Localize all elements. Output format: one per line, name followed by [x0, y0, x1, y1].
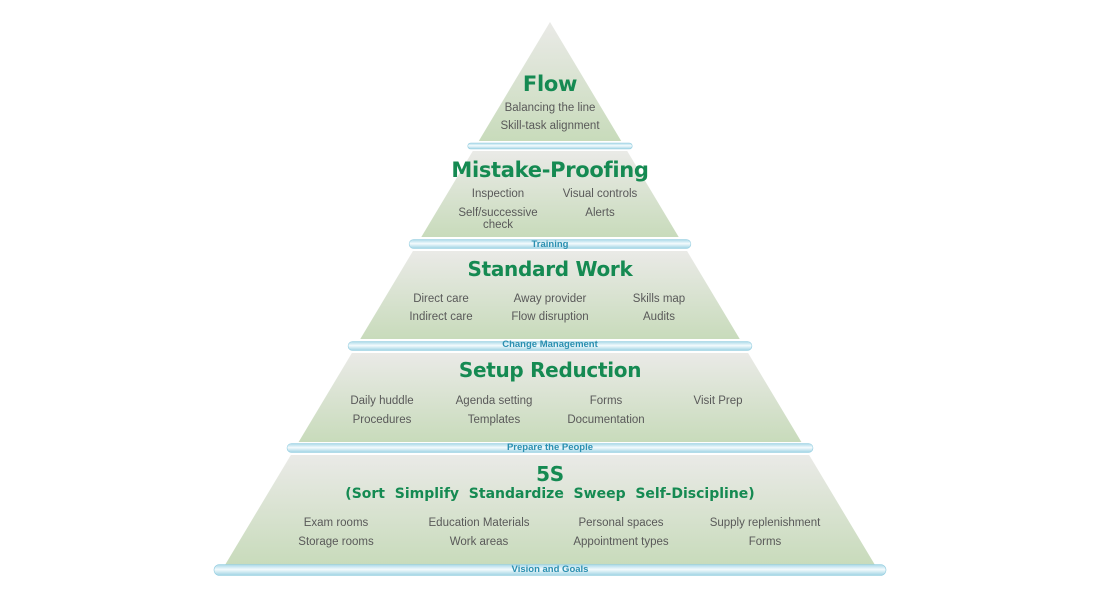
band-label-vision-and-goals: Vision and Goals [511, 564, 589, 575]
level-title-5s: 5S [536, 462, 564, 486]
item-documentation: Documentation [567, 414, 645, 426]
item-alerts: Alerts [585, 207, 615, 219]
item-procedures: Procedures [352, 414, 412, 426]
item-direct-care: Direct care [413, 293, 469, 305]
item-skills-map: Skills map [632, 293, 686, 305]
level-title-mistake-proofing: Mistake-Proofing [451, 158, 649, 182]
level-title-setup-reduction: Setup Reduction [458, 358, 642, 382]
item-visual-controls: Visual controls [562, 188, 638, 200]
item-supply-replenishment: Supply replenishment [709, 517, 821, 529]
item-forms-setup: Forms [589, 395, 623, 407]
band-label-prepare-the-people: Prepare the People [506, 442, 594, 453]
item-personal-spaces: Personal spaces [578, 517, 664, 529]
band-top [467, 142, 633, 150]
item-appointment-types: Appointment types [573, 536, 669, 548]
band-label-training: Training [531, 239, 569, 250]
band-vision-and-goals [213, 564, 887, 576]
item-audits: Audits [643, 311, 675, 323]
item-daily-huddle: Daily huddle [350, 395, 414, 407]
item-exam-rooms: Exam rooms [303, 517, 369, 529]
tier-flow [478, 22, 622, 141]
tier-setup-reduction [298, 353, 802, 442]
item-education-materials: Education Materials [428, 517, 530, 529]
item-work-areas: Work areas [449, 536, 509, 548]
band-label-change-management: Change Management [502, 339, 598, 350]
level-title-flow: Flow [522, 72, 578, 96]
item-templates: Templates [467, 414, 521, 426]
item-visit-prep: Visit Prep [693, 395, 743, 407]
tier-5s [225, 455, 875, 565]
band-prepare-the-people [286, 443, 814, 453]
item-self-successive-check: Self/successive check [458, 207, 538, 231]
item-forms-5s: Forms [748, 536, 782, 548]
item-balancing-the-line: Balancing the line [504, 102, 596, 114]
tier-standard-work [360, 251, 740, 339]
item-flow-disruption: Flow disruption [511, 311, 589, 323]
band-change-management [347, 341, 753, 351]
tier-mistake-proofing [421, 151, 679, 237]
item-away-provider: Away provider [513, 293, 587, 305]
level-title-standard-work: Standard Work [467, 257, 633, 281]
band-training [408, 239, 692, 249]
level-subtitle-5s: (Sort Simplify Standardize Sweep Self-Di… [345, 486, 755, 502]
item-agenda-setting: Agenda setting [455, 395, 533, 407]
item-skill-task-alignment: Skill-task alignment [500, 120, 600, 132]
item-storage-rooms: Storage rooms [298, 536, 374, 548]
item-indirect-care: Indirect care [409, 311, 473, 323]
item-inspection: Inspection [471, 188, 525, 200]
